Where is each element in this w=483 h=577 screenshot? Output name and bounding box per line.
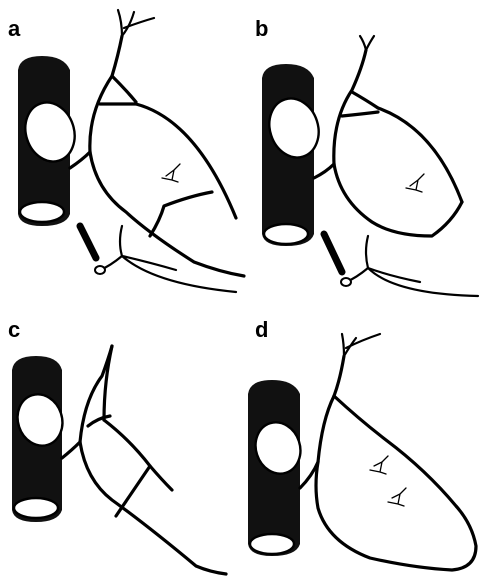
- main-trunk: [18, 56, 82, 226]
- panel-c: c: [8, 317, 226, 574]
- vessel-tree: [62, 346, 226, 574]
- tiny-branch: [370, 456, 406, 506]
- panel-a: a: [8, 10, 244, 292]
- panel-label-a: a: [8, 16, 21, 41]
- tiny-branch: [162, 164, 180, 182]
- panel-label-d: d: [255, 317, 268, 342]
- panel-label-b: b: [255, 16, 268, 41]
- main-trunk: [11, 356, 69, 522]
- panel-b: b: [255, 16, 478, 296]
- main-trunk: [262, 64, 326, 246]
- tiny-branch: [406, 174, 424, 192]
- main-trunk: [248, 380, 307, 556]
- vessel-tree: [314, 36, 478, 296]
- panel-d: d: [248, 317, 476, 570]
- panel-label-c: c: [8, 317, 20, 342]
- vessel-tree: [300, 334, 476, 570]
- vessel-tree: [70, 10, 244, 292]
